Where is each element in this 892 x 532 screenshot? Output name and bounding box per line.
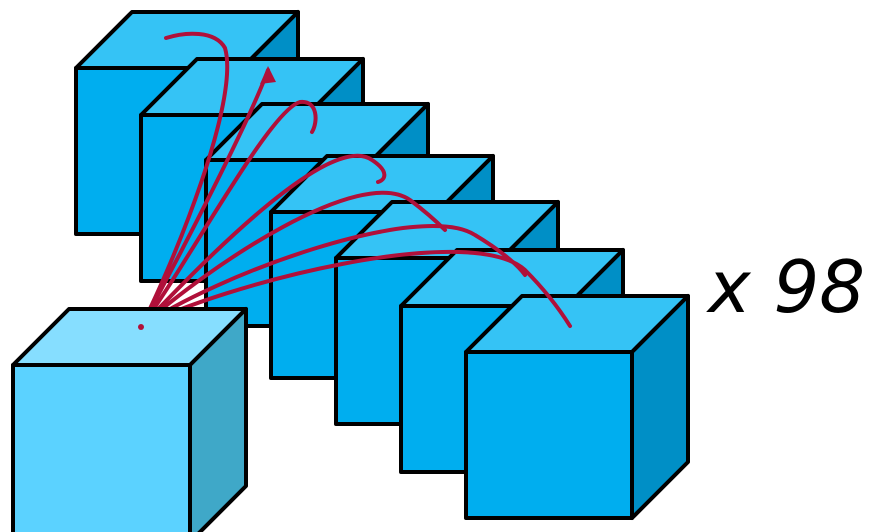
source-cube	[11, 307, 248, 532]
curve-origin-point	[138, 324, 144, 330]
connection-curves	[139, 31, 572, 329]
connection-curve-4	[139, 153, 387, 329]
multiplier-label: x 98	[706, 245, 865, 329]
connection-curve-3	[139, 99, 318, 329]
connection-curve-6	[139, 224, 527, 329]
arrowhead-icon	[260, 66, 276, 84]
connection-curve-1	[139, 31, 230, 329]
connection-curve-5	[139, 190, 447, 329]
cube-front-face	[464, 350, 634, 520]
source-cube	[11, 307, 248, 532]
connection-curve-7	[139, 249, 572, 329]
connection-curve-2	[139, 68, 270, 329]
stack-cube-7	[464, 294, 690, 520]
cube-front-face	[11, 363, 192, 532]
